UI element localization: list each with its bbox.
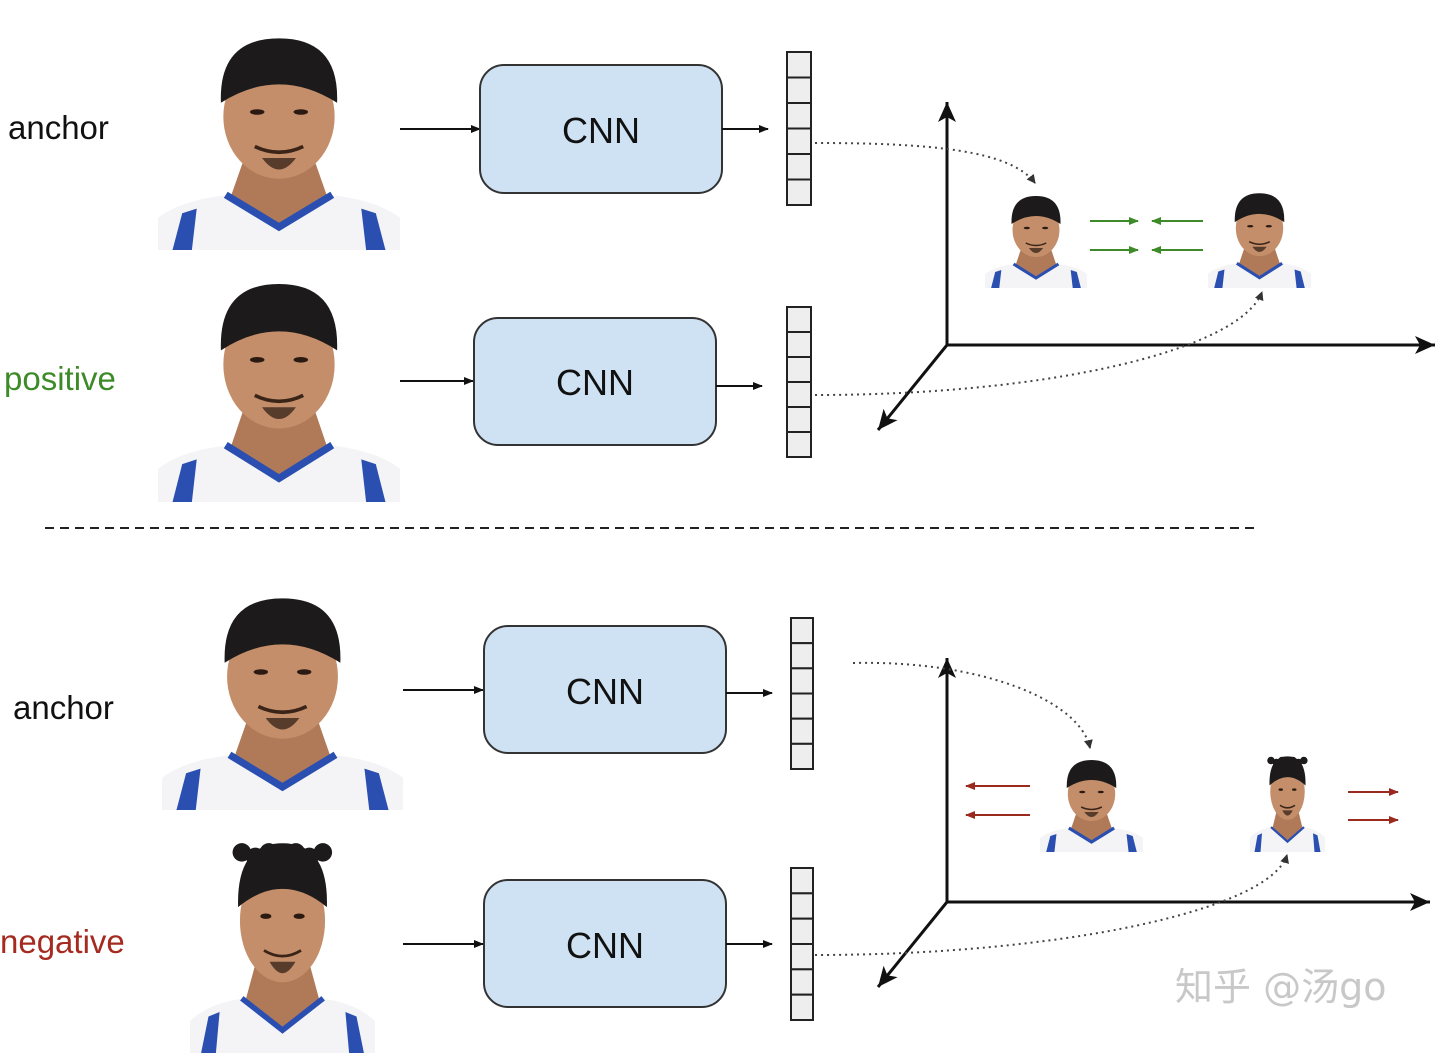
mapping-curve — [814, 854, 1289, 956]
embedding-cell — [786, 76, 812, 104]
embedding-space-axes-top — [876, 102, 1435, 431]
anchor-face-image-top — [158, 38, 400, 250]
embedding-cell — [786, 178, 812, 206]
embedding-cell — [790, 742, 814, 770]
push-apart-arrows — [965, 782, 1399, 824]
anchor-embedding-face-top — [985, 196, 1087, 288]
watermark: 知乎 @汤go — [1175, 965, 1386, 1009]
anchor-label-top: anchor — [8, 109, 109, 146]
embedding-cell — [786, 431, 812, 458]
embedding-vector — [790, 617, 814, 770]
embedding-cell — [790, 717, 814, 745]
embedding-vectors — [786, 51, 814, 1022]
anchor-label-bottom: anchor — [13, 689, 114, 726]
cnn-label: CNN — [566, 925, 644, 966]
embedding-cell — [790, 917, 814, 946]
positive-embedding-face — [1208, 193, 1311, 288]
mapping-curve — [814, 142, 1036, 184]
cnn-box-negative: CNN — [483, 879, 727, 1008]
embedding-cell — [786, 102, 812, 130]
cnn-label: CNN — [556, 362, 634, 403]
embedding-vector — [790, 867, 814, 1022]
face-images — [158, 38, 1325, 1053]
embedding-cell — [790, 667, 814, 695]
embedding-cell — [786, 381, 812, 408]
embedding-cell — [786, 127, 812, 155]
cnn-box-positive: CNN — [473, 317, 717, 446]
embedding-cell — [790, 617, 814, 645]
cnn-box-anchor-top: CNN — [479, 64, 723, 194]
embedding-vector — [786, 51, 812, 206]
embedding-cell — [786, 153, 812, 181]
cnn-label: CNN — [566, 671, 644, 712]
embedding-cell — [790, 968, 814, 996]
embedding-cell — [790, 943, 814, 971]
anchor-embedding-face-bottom — [1040, 760, 1143, 852]
embedding-cell — [790, 692, 814, 720]
embedding-cell — [790, 642, 814, 670]
negative-label: negative — [0, 923, 125, 960]
positive-face-image — [158, 283, 400, 502]
anchor-face-image-bottom — [162, 598, 403, 810]
embedding-cell — [790, 892, 814, 920]
embedding-cell — [790, 867, 814, 895]
mapping-curve — [852, 661, 1093, 749]
embedding-cell — [790, 993, 814, 1022]
embedding-cell — [786, 406, 812, 433]
embedding-cell — [786, 306, 812, 333]
positive-label: positive — [4, 360, 116, 397]
pull-together-arrows — [1090, 217, 1203, 254]
embedding-cell — [786, 356, 812, 383]
negative-embedding-face — [1250, 756, 1325, 852]
cnn-label: CNN — [562, 110, 640, 151]
cnn-box-anchor-bottom: CNN — [483, 625, 727, 754]
negative-face-image — [190, 843, 375, 1053]
embedding-space-axes-bottom — [876, 658, 1430, 988]
embedding-cell — [786, 51, 812, 79]
embedding-cell — [786, 331, 812, 358]
embedding-vector — [786, 306, 812, 458]
